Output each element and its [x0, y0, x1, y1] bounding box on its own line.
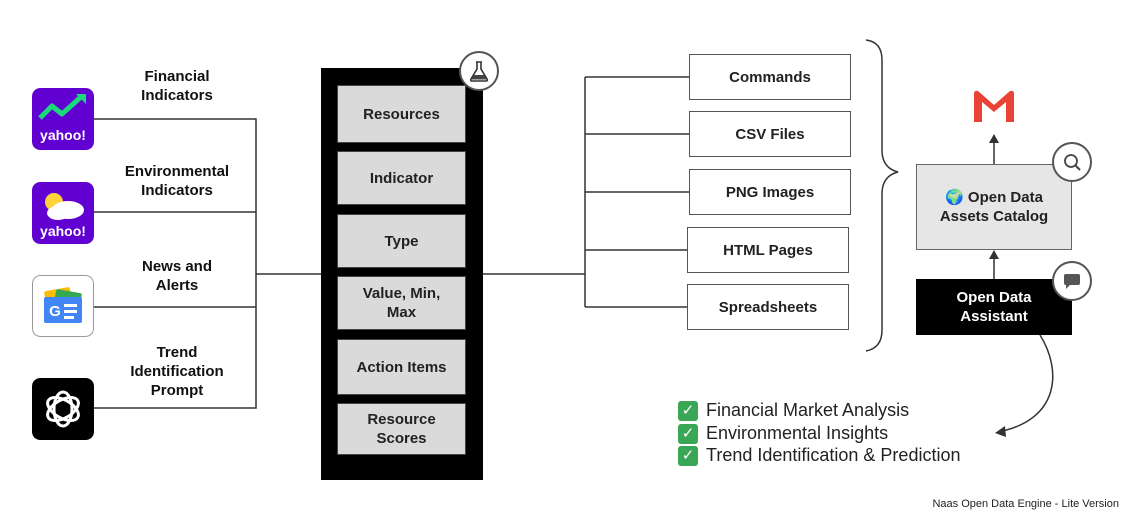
check-icon: ✓: [678, 423, 698, 444]
search-icon: [1052, 142, 1092, 182]
source-label-trend: Trend Identification Prompt: [130, 344, 224, 399]
outcome-trend: ✓ Trend Identification & Prediction: [678, 445, 960, 466]
check-icon: ✓: [678, 400, 698, 421]
field-value-min-max: Value, Min, Max: [337, 276, 466, 330]
yahoo-weather-icon: yahoo!: [32, 182, 94, 244]
gmail-icon: [971, 88, 1017, 124]
open-data-assistant: Open Data Assistant: [916, 279, 1072, 335]
svg-text:G: G: [49, 303, 61, 320]
output-spreadsheets: Spreadsheets: [687, 284, 849, 330]
field-resource-scores: Resource Scores: [337, 403, 466, 455]
field-type: Type: [337, 214, 466, 268]
svg-text:yahoo!: yahoo!: [40, 223, 86, 239]
google-news-icon: G: [32, 275, 94, 337]
yahoo-finance-icon: yahoo!: [32, 88, 94, 150]
output-commands: Commands: [689, 54, 851, 100]
chat-icon: [1052, 261, 1092, 301]
check-icon: ✓: [678, 445, 698, 466]
flask-icon: [459, 51, 499, 91]
output-png-images: PNG Images: [689, 169, 851, 215]
output-csv-files: CSV Files: [689, 111, 851, 157]
field-indicator: Indicator: [337, 151, 466, 205]
footer-caption: Naas Open Data Engine - Lite Version: [932, 498, 1119, 510]
source-label-news: News and Alerts: [141, 258, 213, 294]
outcome-financial: ✓ Financial Market Analysis: [678, 400, 909, 421]
outcome-environmental: ✓ Environmental Insights: [678, 423, 888, 444]
field-action-items: Action Items: [337, 339, 466, 395]
open-data-assets-catalog: 🌍 Open Data Assets Catalog: [916, 164, 1072, 250]
source-label-environmental: Environmental Indicators: [124, 163, 230, 199]
field-resources: Resources: [337, 85, 466, 143]
openai-icon: [32, 378, 94, 440]
source-label-financial: Financial Indicators: [141, 68, 213, 104]
svg-text:yahoo!: yahoo!: [40, 127, 86, 143]
output-html-pages: HTML Pages: [687, 227, 849, 273]
